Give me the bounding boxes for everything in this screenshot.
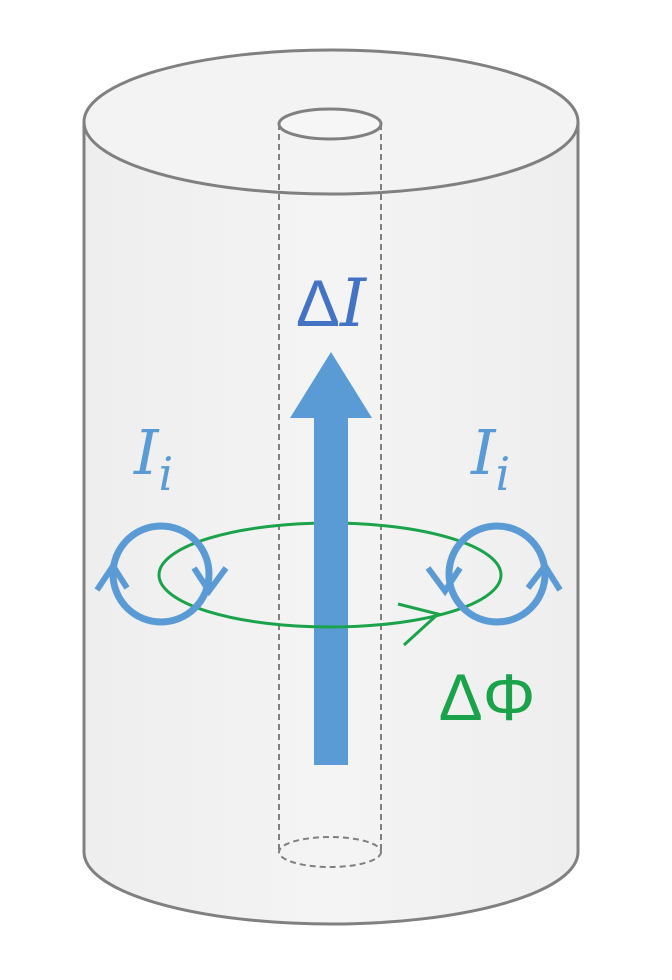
- inner-cylinder-top: [277, 107, 383, 141]
- right-loop-arrowhead-left: [425, 566, 463, 597]
- left-loop-arrowhead-left: [94, 560, 130, 592]
- current-arrow: [290, 352, 372, 765]
- right-loop-arrowhead-right: [525, 560, 563, 592]
- inner-cylinder-bottom: [278, 836, 382, 868]
- right-loop-circle: [445, 522, 549, 626]
- delta-flux-label: ΔΦ: [439, 660, 536, 734]
- flux-loop-front: [157, 574, 503, 629]
- left-loop-label: Ii: [133, 416, 173, 501]
- left-loop-circle: [109, 522, 213, 626]
- flux-arrowhead: [397, 602, 442, 647]
- left-loop-arrowhead-right: [191, 566, 229, 597]
- right-loop-label: Ii: [470, 416, 510, 501]
- delta-current-label: ΔI: [296, 265, 368, 342]
- left-current-loop: [94, 522, 229, 626]
- outer-cylinder-bottom-edge: [82, 851, 580, 926]
- right-current-loop: [425, 522, 563, 626]
